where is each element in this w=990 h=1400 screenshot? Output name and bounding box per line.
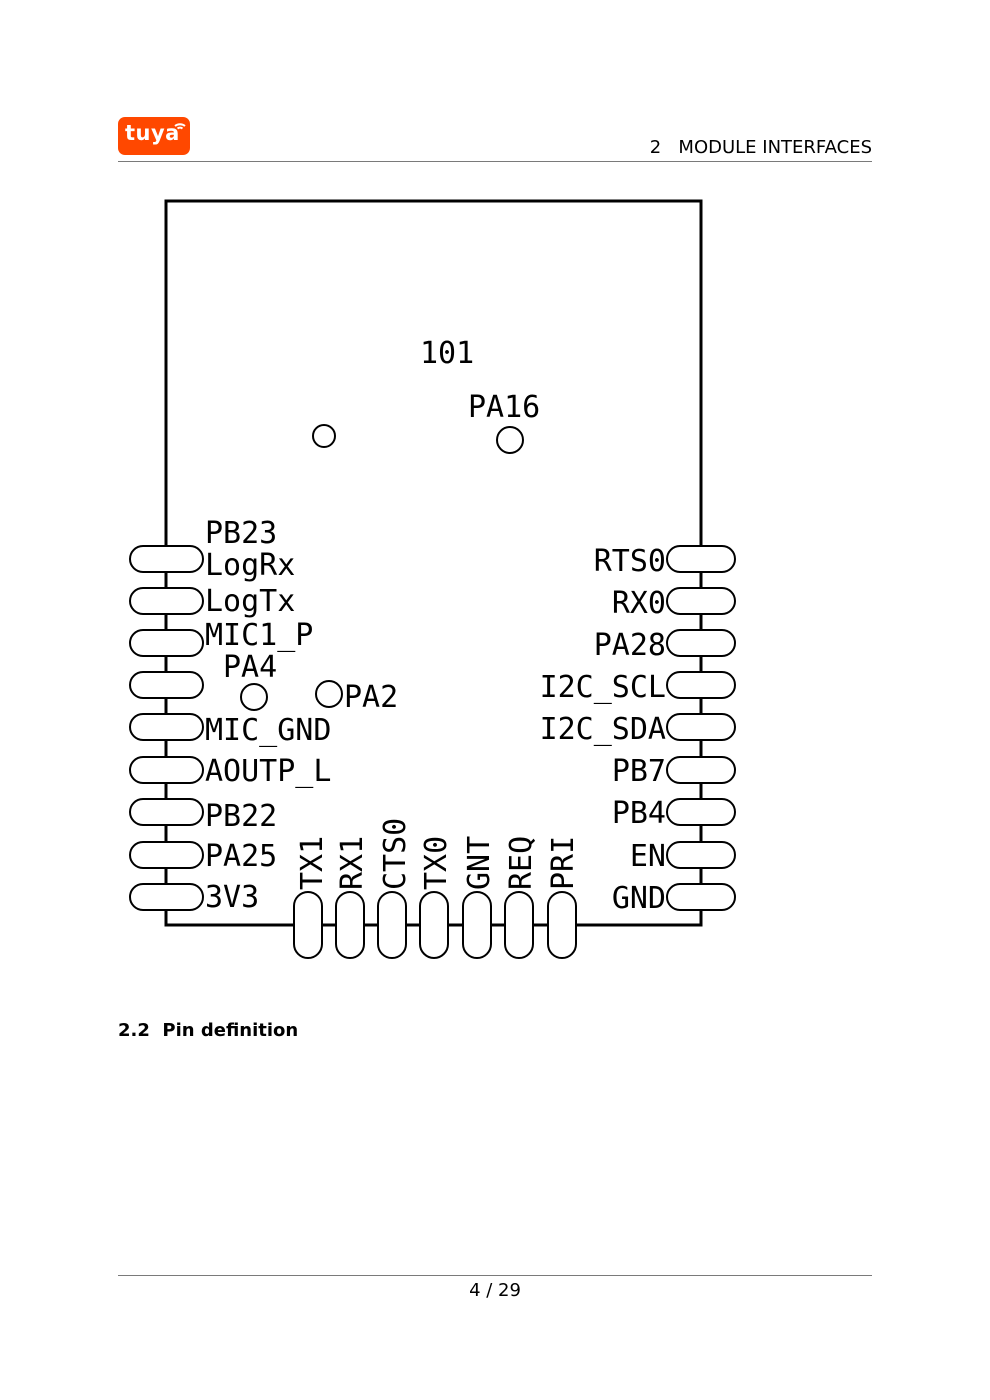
pin-pad <box>462 891 492 959</box>
pin-pad <box>129 756 204 784</box>
pin-pad <box>666 629 736 657</box>
pin-label-right: RTS0 <box>594 544 666 579</box>
pin-label-left: 3V3 <box>205 880 259 915</box>
pin-pad <box>666 671 736 699</box>
pin-label-left: LogRx <box>205 548 295 583</box>
pin-label-bottom: RX1 <box>335 836 370 890</box>
pin-pad <box>129 713 204 741</box>
pin-pad <box>293 891 323 959</box>
section-heading: 2.2 Pin definition <box>118 1020 299 1041</box>
pin-label-pb23: PB23 <box>205 516 277 551</box>
left-pad-group <box>129 545 204 911</box>
pin-pad <box>129 841 204 869</box>
pin-label-bottom: GNT <box>462 836 497 890</box>
pin-pad <box>129 671 204 699</box>
right-pad-group <box>666 545 736 911</box>
pin-pad <box>666 798 736 826</box>
pin-pad <box>504 891 534 959</box>
pin-pad <box>129 629 204 657</box>
pin-pad <box>666 883 736 911</box>
wifi-icon <box>174 123 186 130</box>
pin-label-bottom: PRI <box>546 836 581 890</box>
pin-label-bottom: CTS0 <box>378 818 413 890</box>
pin-label-bottom: TX1 <box>295 836 330 890</box>
pin-pad <box>129 883 204 911</box>
section-title: MODULE INTERFACES <box>678 137 872 158</box>
footer-divider <box>118 1275 872 1276</box>
pin-label-right: PB4 <box>612 796 666 831</box>
header-title: 2 MODULE INTERFACES <box>650 137 872 158</box>
pin-pad <box>666 545 736 573</box>
pin-label-left: AOUTP_L <box>205 754 331 789</box>
pin-pad <box>666 756 736 784</box>
pin-pad <box>377 891 407 959</box>
pin-label-left: PB22 <box>205 799 277 834</box>
section-number: 2 <box>649 137 662 158</box>
page-number: 4 / 29 <box>469 1280 521 1301</box>
pin-label-right: I2C_SDA <box>540 712 666 747</box>
pin-label-left: LogTx <box>205 584 295 619</box>
test-pad-circle <box>312 424 336 448</box>
pin-label-right: EN <box>630 839 666 874</box>
pin-label-left: MIC_GND <box>205 713 331 748</box>
inner-pad-circle <box>240 683 268 711</box>
pin-label-pa4: PA4 <box>223 650 277 685</box>
pin-label-right: RX0 <box>612 586 666 621</box>
inner-pad-circle <box>315 680 343 708</box>
header-divider <box>118 161 872 162</box>
pin-pad <box>419 891 449 959</box>
test-pad-circle <box>496 426 524 454</box>
tuya-logo: tuya <box>118 117 190 155</box>
pin-pad <box>129 798 204 826</box>
pin-pad <box>335 891 365 959</box>
pin-label-right: PA28 <box>594 628 666 663</box>
pin-label-right: PB7 <box>612 754 666 789</box>
test-point-label: PA16 <box>468 390 540 425</box>
pin-label-pa2: PA2 <box>344 680 398 715</box>
pin-pad <box>547 891 577 959</box>
pin-pad <box>666 713 736 741</box>
pin-label-right: GND <box>612 881 666 916</box>
pin-pad <box>666 841 736 869</box>
pin-pad <box>129 587 204 615</box>
pin-label-bottom: TX0 <box>419 836 454 890</box>
module-pin-diagram: 101 PA16 PB23 LogRx LogTx MIC1_P PA4 PA2… <box>129 199 736 959</box>
pin-pad <box>666 587 736 615</box>
pin-label-bottom: REQ <box>504 836 539 890</box>
logo-text: tuya <box>125 121 180 145</box>
chip-label: 101 <box>420 336 474 371</box>
pin-label-left: MIC1_P <box>205 618 313 653</box>
pin-label-right: I2C_SCL <box>540 670 666 705</box>
pin-pad <box>129 545 204 573</box>
pin-label-left: PA25 <box>205 839 277 874</box>
bottom-pad-group <box>293 891 577 959</box>
